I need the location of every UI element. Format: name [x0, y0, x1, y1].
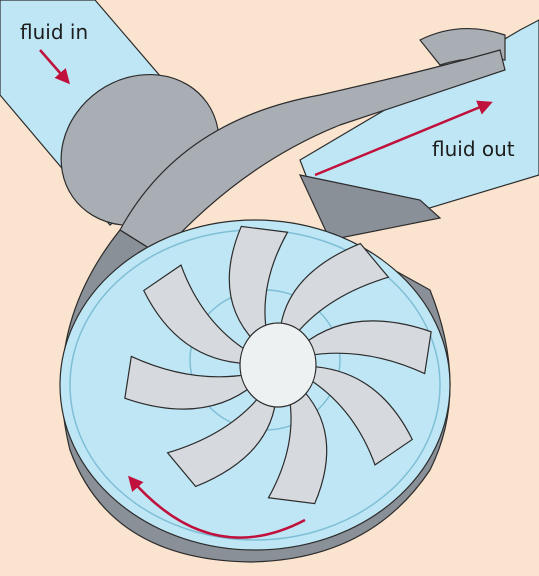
impeller-hub [240, 323, 316, 407]
fluid-in-label: fluid in [20, 20, 88, 44]
fluid-out-label: fluid out [432, 137, 515, 161]
